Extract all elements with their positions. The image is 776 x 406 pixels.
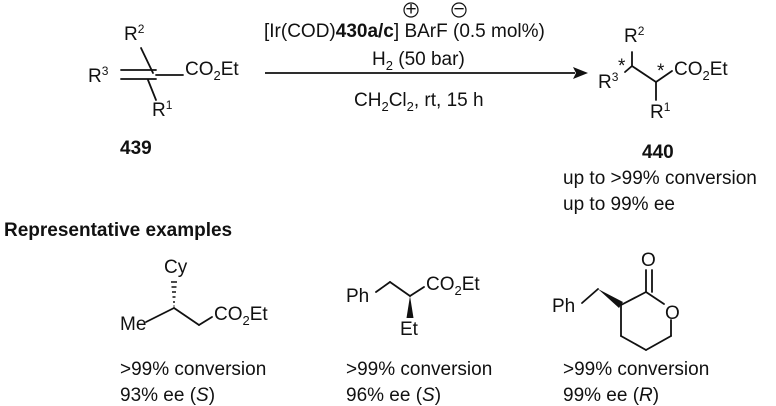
example-1: Cy Me CO2Et >99% conversion 93% ee (S): [120, 257, 268, 406]
et-group: Et: [400, 319, 419, 340]
reaction-conditions: [Ir(COD)430a/c] BArF (0.5 mol%) + − H2 (…: [264, 0, 588, 114]
arrow-head: [573, 67, 588, 79]
ester-group: CO2Et: [214, 304, 268, 328]
positive-charge: +: [405, 0, 416, 20]
product-label: 440: [642, 142, 674, 163]
ring-bond-c6-c5: [645, 335, 672, 351]
reactant-structure: R2 R3 CO2Et R1 439: [88, 22, 239, 159]
reactant-r3: R3: [88, 64, 109, 87]
ring-bond-c5-c4: [620, 335, 647, 351]
product-ester: CO2Et: [674, 59, 728, 83]
example-3-ee: 99% ee (R): [563, 385, 659, 406]
ph-group: Ph: [552, 296, 575, 317]
bond-ch2-c: [389, 281, 411, 297]
bond-r3-c: [624, 65, 633, 73]
bond-me: [145, 307, 175, 323]
example-3: Ph O O >99% conversion 99% ee (R): [552, 250, 709, 406]
example-2-ee: 96% ee (S): [346, 385, 441, 406]
ester-group: CO2Et: [426, 274, 480, 298]
ph-group: Ph: [346, 286, 369, 307]
bond-ester: [198, 316, 213, 326]
reactant-label: 439: [120, 138, 152, 159]
bond-r1: [147, 79, 157, 101]
reactant-r1: R1: [152, 98, 173, 121]
example-3-conversion: >99% conversion: [563, 359, 709, 380]
bond-ph-ch2: [581, 288, 599, 304]
bond-ester: [409, 286, 425, 297]
product-r1: R1: [650, 100, 671, 123]
carbonyl-oxygen: O: [641, 250, 656, 271]
bond-ch2: [173, 307, 200, 326]
hashed-wedge-bond: [171, 281, 177, 307]
me-group: Me: [120, 314, 146, 335]
stereocenter-mark: *: [657, 61, 665, 82]
solvent-conditions: CH2Cl2, rt, 15 h: [354, 90, 484, 114]
stereocenter-mark: *: [618, 56, 626, 77]
example-1-conversion: >99% conversion: [120, 359, 266, 380]
bond-ph-ch2: [375, 281, 391, 293]
examples-heading: Representative examples: [4, 220, 232, 241]
cy-group: Cy: [164, 257, 188, 278]
product-r3: R3: [598, 70, 619, 93]
product-structure: R2 R3 * * CO2Et R1 440 up to >99% conver…: [563, 24, 757, 215]
wedge-bond: [598, 289, 623, 308]
example-2-conversion: >99% conversion: [346, 359, 492, 380]
hydrogen-pressure: H2 (50 bar): [372, 49, 465, 73]
bond-c-c: [631, 65, 657, 83]
bond-ester: [655, 70, 673, 83]
positive-charge-circle: [403, 2, 419, 18]
example-2: Ph CO2Et Et >99% conversion 96% ee (S): [346, 274, 492, 406]
ring-oxygen: O: [665, 303, 680, 324]
negative-charge-circle: [451, 2, 467, 18]
negative-charge: −: [453, 0, 464, 20]
product-ee: up to 99% ee: [563, 194, 675, 215]
ring-bond-c2-o: [645, 291, 665, 305]
catalyst-text: [Ir(COD)430a/c] BArF (0.5 mol%): [264, 21, 545, 42]
example-1-ee: 93% ee (S): [120, 385, 215, 406]
product-r2: R2: [624, 24, 645, 47]
reactant-ester: CO2Et: [185, 59, 239, 83]
bond-r2-c: [140, 47, 154, 74]
product-conversion: up to >99% conversion: [563, 168, 757, 189]
wedge-bond: [406, 296, 414, 318]
reactant-r2: R2: [124, 22, 145, 45]
ring-bond-c3-c2: [620, 291, 647, 306]
